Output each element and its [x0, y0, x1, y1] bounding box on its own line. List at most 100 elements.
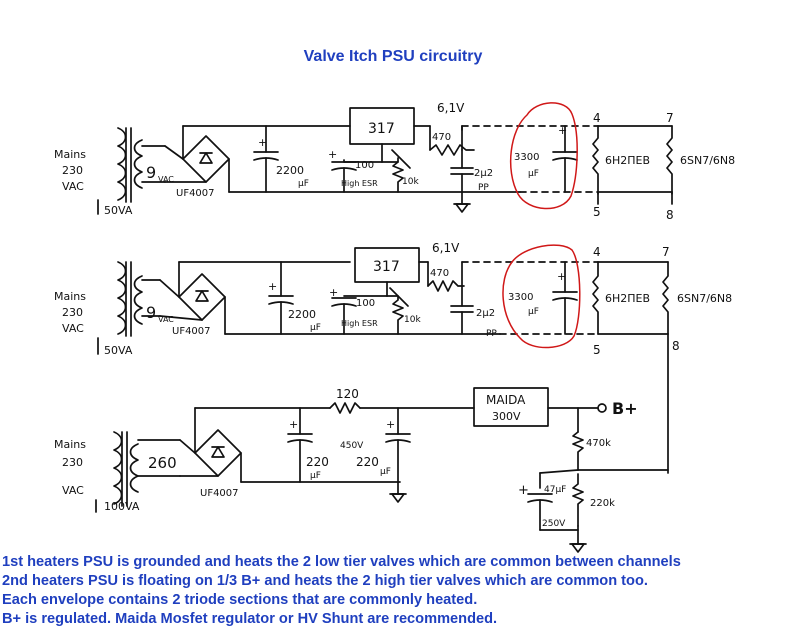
cap-voltage-label: 450V: [340, 441, 364, 451]
heater-6sn7-2: [662, 261, 669, 335]
capacitor-3300uf-1: [552, 125, 578, 193]
mains-label-2: Mains: [54, 290, 86, 303]
resistor-470-2: [427, 280, 465, 292]
heater-6sn7-1: [666, 125, 673, 195]
transformer-3: [95, 431, 139, 513]
diagram-title: Valve Itch PSU circuitry: [303, 48, 483, 65]
mains-voltage-1: 230: [62, 164, 83, 177]
resistor-470k: [572, 431, 584, 471]
cap1-unit: µF: [310, 471, 321, 481]
cap-div-voltage: 250V: [542, 519, 566, 529]
transformer-2: [97, 261, 143, 355]
cap-main-value-1: 2200: [276, 164, 304, 177]
mains-vac-3: VAC: [62, 484, 84, 497]
regulator-label-1: 317: [368, 121, 395, 137]
regulator-line2: 300V: [492, 410, 521, 423]
potentiometer-10k-2: [392, 295, 404, 335]
valve-b-1: 6SN7/6N8: [680, 154, 735, 167]
valve-b-2: 6SN7/6N8: [677, 292, 732, 305]
mains-label-1: Mains: [54, 148, 86, 161]
bridge-rectifier-2: [141, 273, 226, 321]
plus-sign: +: [258, 136, 267, 149]
regulator-line1: MAIDA: [486, 393, 526, 407]
res-label-hv: 120: [336, 387, 359, 401]
va-rating-1: 50VA: [104, 204, 133, 217]
heater-psu-2: [97, 244, 669, 474]
capacitor-100uf-1: [331, 159, 383, 193]
cap-main-unit-2: µF: [310, 323, 321, 333]
res-label-1: 470: [432, 132, 451, 143]
mains-label-3: Mains: [54, 438, 86, 451]
cap1-value: 220: [306, 455, 329, 469]
cap-film-value-1: 2µ2: [474, 168, 493, 179]
cap2-value: 220: [356, 455, 379, 469]
resistor-120: [329, 402, 361, 414]
note-line: 2nd heaters PSU is floating on 1/3 B+ an…: [2, 573, 648, 589]
highlight-circle-1: [509, 102, 578, 210]
capacitor-2u2-pp-1: [450, 149, 474, 213]
capacitor-220uf-a: [287, 407, 313, 483]
cap-div-label: 47µF: [544, 485, 566, 495]
bridge-rectifier-1: [141, 135, 230, 183]
note-line: 1st heaters PSU is grounded and heats th…: [2, 554, 681, 570]
pot-label-1: 10k: [402, 177, 419, 187]
secondary-voltage-3: 260: [148, 454, 177, 472]
cap-adj-value-2: 100: [356, 298, 375, 309]
plus-sign: +: [386, 418, 395, 431]
capacitor-47uf: [527, 493, 579, 531]
hv-psu: [95, 387, 669, 553]
capacitor-100uf-2: [331, 295, 388, 335]
bridge-rectifier-3: [137, 429, 242, 477]
capacitor-220uf-b: [385, 407, 411, 503]
secondary-unit-1: VAC: [158, 175, 174, 184]
capacitor-2200uf-2: [268, 261, 294, 335]
b-plus-terminal: [597, 403, 607, 413]
pin-bot-b-2: 8: [672, 339, 680, 353]
plus-sign: +: [289, 418, 298, 431]
cap-film-value-2: 2µ2: [476, 308, 495, 319]
res-220k-label: 220k: [590, 498, 615, 509]
plus-sign: +: [557, 270, 566, 283]
note-line: B+ is regulated. Maida Mosfet regulator …: [2, 611, 498, 627]
res-470k-label: 470k: [586, 438, 611, 449]
diode-label-2: UF4007: [172, 326, 211, 337]
pin-bot-a-1: 5: [593, 205, 601, 219]
cap-adj-note-1: High ESR: [341, 179, 378, 188]
res-label-2: 470: [430, 268, 449, 279]
heater-6h2peb-1: [592, 125, 599, 195]
cap-main-value-2: 2200: [288, 308, 316, 321]
diode-label-3: UF4007: [200, 488, 239, 499]
pin-top-a-2: 4: [593, 245, 601, 259]
resistor-470-1: [429, 144, 475, 156]
plus-sign: +: [268, 280, 277, 293]
cap-big-value-2: 3300: [508, 292, 533, 303]
heater-6h2peb-2: [592, 261, 599, 335]
pin-bot-a-2: 5: [593, 343, 601, 357]
output-voltage-2: 6,1V: [432, 241, 460, 255]
regulator-label-2: 317: [373, 259, 400, 275]
resistor-220k: [572, 473, 584, 527]
notes-block: 1st heaters PSU is grounded and heats th…: [2, 553, 800, 629]
cap2-unit: µF: [380, 467, 391, 477]
plus-sign: +: [328, 148, 337, 161]
cap-main-unit-1: µF: [298, 179, 309, 189]
cap-adj-note-2: High ESR: [341, 319, 378, 328]
pin-top-b-2: 7: [662, 245, 670, 259]
capacitor-2u2-pp-2: [450, 285, 474, 335]
cap-film-type-1: PP: [478, 183, 489, 193]
pin-top-b-1: 7: [666, 111, 674, 125]
cap-big-value-1: 3300: [514, 152, 539, 163]
heater-psu-1: [97, 102, 673, 215]
plus-sign: +: [558, 124, 567, 137]
mains-vac-1: VAC: [62, 180, 84, 193]
plus-sign: +: [329, 286, 338, 299]
pin-top-a-1: 4: [593, 111, 601, 125]
pin-bot-b-1: 8: [666, 208, 674, 222]
va-rating-2: 50VA: [104, 344, 133, 357]
cap-adj-value-1: 100: [355, 160, 374, 171]
secondary-unit-2: VAC: [158, 315, 174, 324]
maida-regulator: [473, 387, 549, 427]
va-rating-3: 100VA: [104, 500, 140, 513]
pot-label-2: 10k: [404, 315, 421, 325]
cap-big-unit-1: µF: [528, 169, 539, 179]
